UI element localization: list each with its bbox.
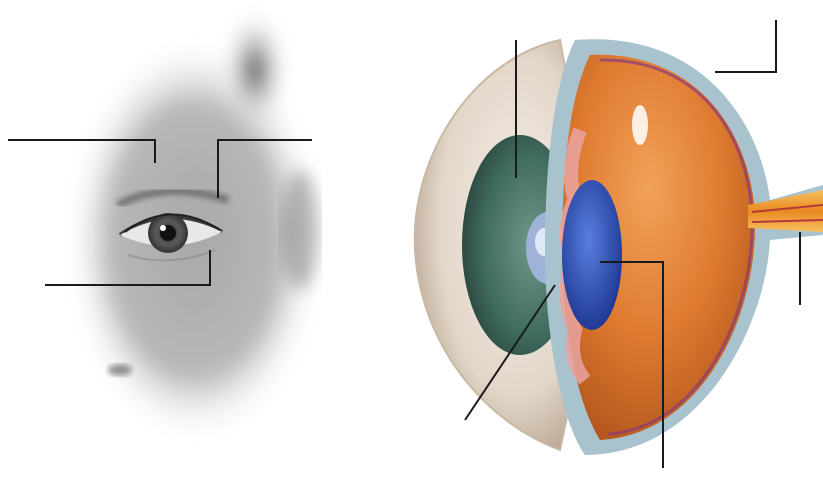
face-photo [65, 5, 325, 445]
eyeball-cross-section [415, 39, 823, 455]
leader-line-retina [715, 20, 776, 72]
nostril [108, 364, 132, 376]
lens [562, 180, 622, 330]
